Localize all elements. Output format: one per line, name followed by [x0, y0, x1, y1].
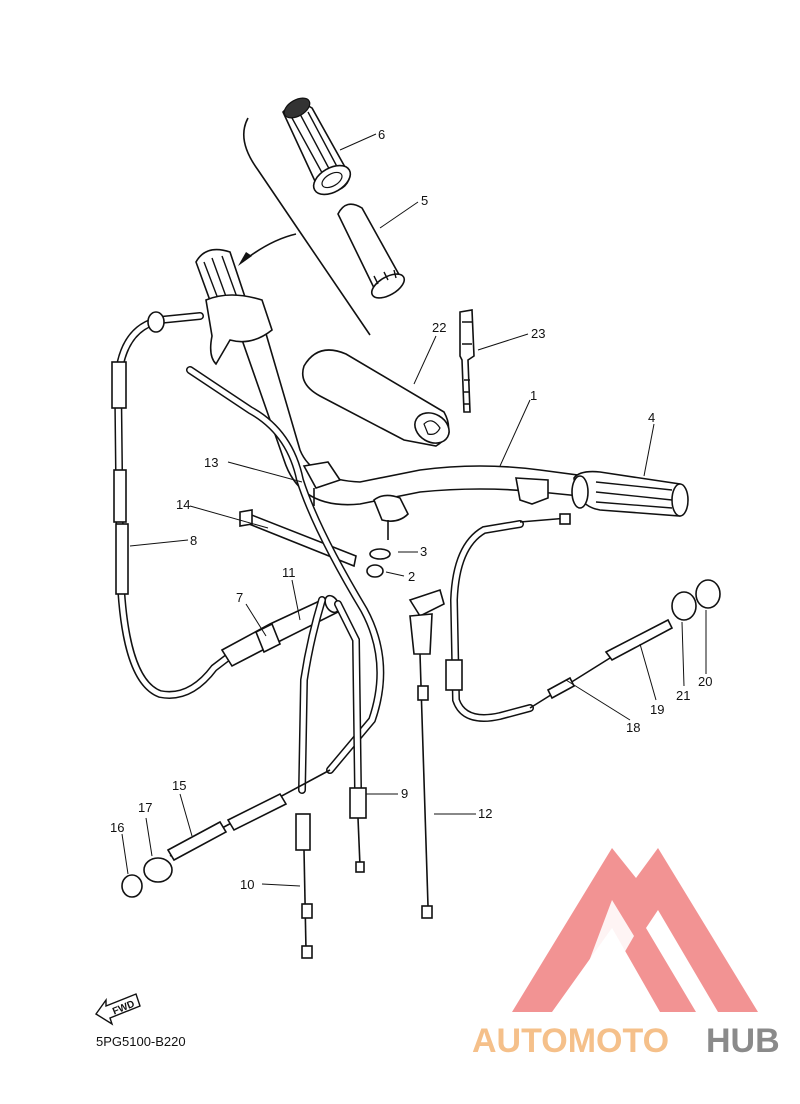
leader-lines: [121, 133, 707, 887]
callout-14: 14: [176, 497, 190, 512]
callout-20: 20: [698, 674, 712, 689]
caps-16-17: [121, 857, 173, 898]
callout-12: 12: [478, 806, 492, 821]
callout-6: 6: [378, 127, 385, 142]
callout-16: 16: [110, 820, 124, 835]
callout-21: 21: [676, 688, 690, 703]
handlebar-1: [235, 305, 601, 506]
callout-8: 8: [190, 533, 197, 548]
callout-11: 11: [282, 565, 296, 580]
cable-18: [445, 513, 721, 722]
fwd-label: FWD: [111, 999, 136, 1018]
lower-cables: [166, 366, 385, 959]
inset-bracket: [238, 117, 371, 336]
grip-4: [571, 470, 689, 517]
callout-3: 3: [420, 544, 427, 559]
callout-17: 17: [138, 800, 152, 815]
callout-19: 19: [650, 702, 664, 717]
left-lever-bracket: [205, 294, 273, 366]
strap-23: [459, 309, 475, 413]
watermark-logo: AUTOMOTO HUB: [472, 848, 780, 1060]
callout-2: 2: [408, 569, 415, 584]
cable-8: [111, 311, 252, 699]
callout-numbers: 6 5 22 23 1 4 13 14 8 3 2 11 7 9 12 10 1…: [110, 127, 712, 892]
callout-22: 22: [432, 320, 446, 335]
diagram-code: 5PG5100-B220: [96, 1034, 186, 1049]
callout-15: 15: [172, 778, 186, 793]
callout-18: 18: [626, 720, 640, 735]
pad-22: [301, 349, 450, 447]
right-lever-bracket: [515, 477, 549, 505]
grip-5: [337, 203, 406, 299]
grip-6: [282, 97, 352, 196]
brand-text-2: HUB: [706, 1022, 780, 1060]
callout-10: 10: [240, 877, 254, 892]
callout-23: 23: [531, 326, 545, 341]
callout-7: 7: [236, 590, 243, 605]
logo-mark-icon: [512, 848, 758, 1012]
brand-text-1: AUTOMOTO: [472, 1022, 669, 1060]
fwd-arrow-icon: FWD: [94, 993, 141, 1026]
callout-13: 13: [204, 455, 218, 470]
callout-1: 1: [530, 388, 537, 403]
callout-5: 5: [421, 193, 428, 208]
holder-13: [302, 461, 409, 578]
callout-4: 4: [648, 410, 655, 425]
cable-12: [408, 588, 445, 919]
callout-9: 9: [401, 786, 408, 801]
